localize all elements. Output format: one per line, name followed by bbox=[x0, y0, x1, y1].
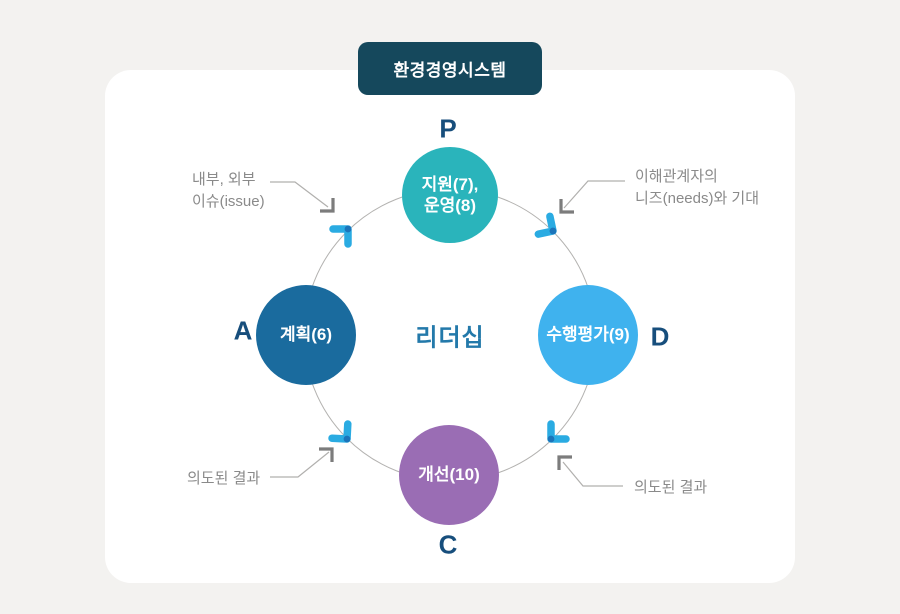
flow-arrow-bottom-left-icon bbox=[328, 420, 352, 443]
annotation-internal-external-issues: 내부, 외부 이슈(issue) bbox=[192, 171, 265, 210]
node-planning-label: 계획(6) bbox=[279, 325, 333, 345]
letter-d: D bbox=[650, 321, 670, 352]
annotation-stakeholder-needs: 이해관계자의 니즈(needs)와 기대 bbox=[635, 168, 760, 207]
node-performance-evaluation: 수행평가(9) bbox=[538, 285, 638, 385]
node-improvement-label: 개선(10) bbox=[418, 465, 480, 485]
letter-c: C bbox=[438, 529, 458, 560]
title-badge: 환경경영시스템 bbox=[358, 42, 542, 95]
gray-arrow-bottom-right-icon bbox=[557, 455, 572, 470]
letter-p: P bbox=[439, 113, 457, 144]
flow-arrow-top-right-icon bbox=[534, 212, 557, 238]
leadership-label: 리더십 bbox=[415, 324, 485, 352]
node-support-operation-label: 지원(7), 운영(8) bbox=[421, 174, 479, 215]
gray-arrow-top-left-icon bbox=[320, 198, 335, 213]
leader-line-top-right bbox=[563, 180, 625, 209]
leader-line-top-left bbox=[270, 181, 329, 208]
annotation-intended-outcome-right: 의도된 결과 bbox=[634, 479, 708, 496]
flow-arrow-top-left-icon bbox=[329, 225, 352, 248]
node-support-operation: 지원(7), 운영(8) bbox=[402, 147, 498, 243]
node-planning: 계획(6) bbox=[256, 285, 356, 385]
flow-arrow-bottom-right-icon bbox=[547, 420, 570, 443]
gray-arrow-top-right-icon bbox=[559, 199, 574, 214]
node-improvement: 개선(10) bbox=[399, 425, 499, 525]
node-performance-evaluation-label: 수행평가(9) bbox=[546, 325, 630, 345]
letter-a: A bbox=[233, 315, 253, 346]
leader-line-bottom-left bbox=[270, 451, 330, 478]
page-title: 환경경영시스템 bbox=[393, 61, 507, 80]
gray-arrow-bottom-left-icon bbox=[319, 447, 334, 462]
leader-line-bottom-right bbox=[562, 461, 623, 487]
annotation-intended-outcome-left: 의도된 결과 bbox=[187, 470, 261, 487]
